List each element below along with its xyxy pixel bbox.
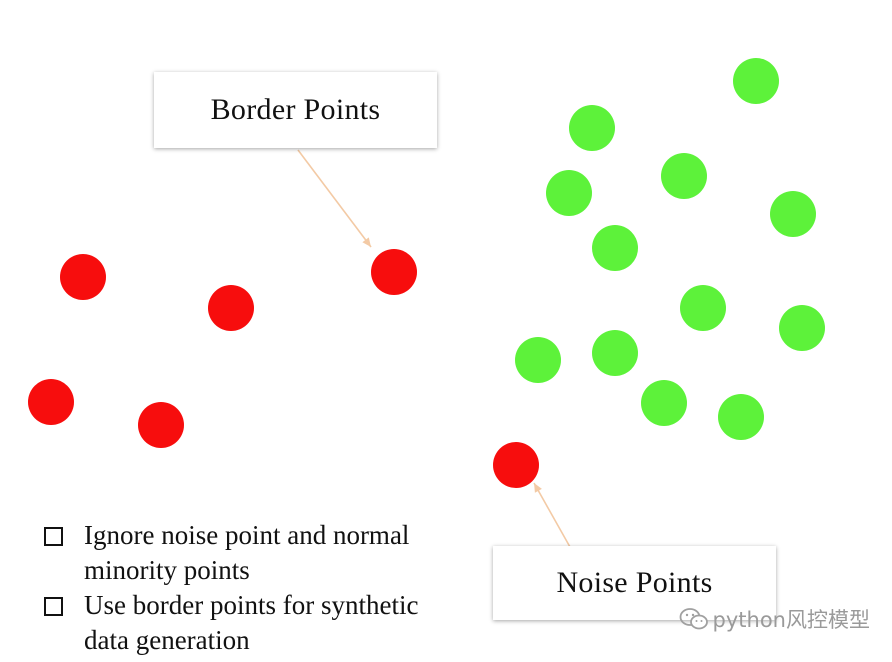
- bullet-text: Ignore noise point and normal minority p…: [84, 520, 410, 585]
- minority-point: [60, 254, 106, 300]
- majority-point: [546, 170, 592, 216]
- majority-point: [515, 337, 561, 383]
- noise-points-label: Noise Points: [556, 566, 713, 599]
- majority-point: [661, 153, 707, 199]
- checkbox-bullet-icon: [44, 597, 63, 616]
- noise-point: [493, 442, 539, 488]
- bullet-item: Use border points for synthetic data gen…: [40, 588, 460, 658]
- border-points-label: Border Points: [210, 93, 381, 126]
- border-points-callout: Border Points: [154, 72, 437, 148]
- checkbox-bullet-icon: [44, 527, 63, 546]
- callout-arrows: [297, 149, 571, 548]
- majority-point: [779, 305, 825, 351]
- majority-points: [515, 58, 825, 440]
- watermark: python风控模型: [679, 604, 870, 634]
- majority-point: [641, 380, 687, 426]
- noise-points-arrow: [533, 482, 571, 548]
- majority-point: [718, 394, 764, 440]
- bullet-text: Use border points for synthetic data gen…: [84, 590, 419, 655]
- noise-points-callout: Noise Points: [493, 546, 776, 620]
- majority-point: [733, 58, 779, 104]
- majority-point: [680, 285, 726, 331]
- border-point: [371, 249, 417, 295]
- majority-point: [569, 105, 615, 151]
- minority-points: [28, 249, 539, 488]
- watermark-text: python风控模型: [712, 608, 870, 632]
- minority-point: [208, 285, 254, 331]
- border-points-arrow: [297, 149, 372, 248]
- wechat-icon: [679, 608, 708, 630]
- bullet-item: Ignore noise point and normal minority p…: [40, 518, 460, 588]
- majority-point: [592, 225, 638, 271]
- majority-point: [592, 330, 638, 376]
- minority-point: [138, 402, 184, 448]
- bullet-list: Ignore noise point and normal minority p…: [40, 518, 460, 658]
- minority-point: [28, 379, 74, 425]
- majority-point: [770, 191, 816, 237]
